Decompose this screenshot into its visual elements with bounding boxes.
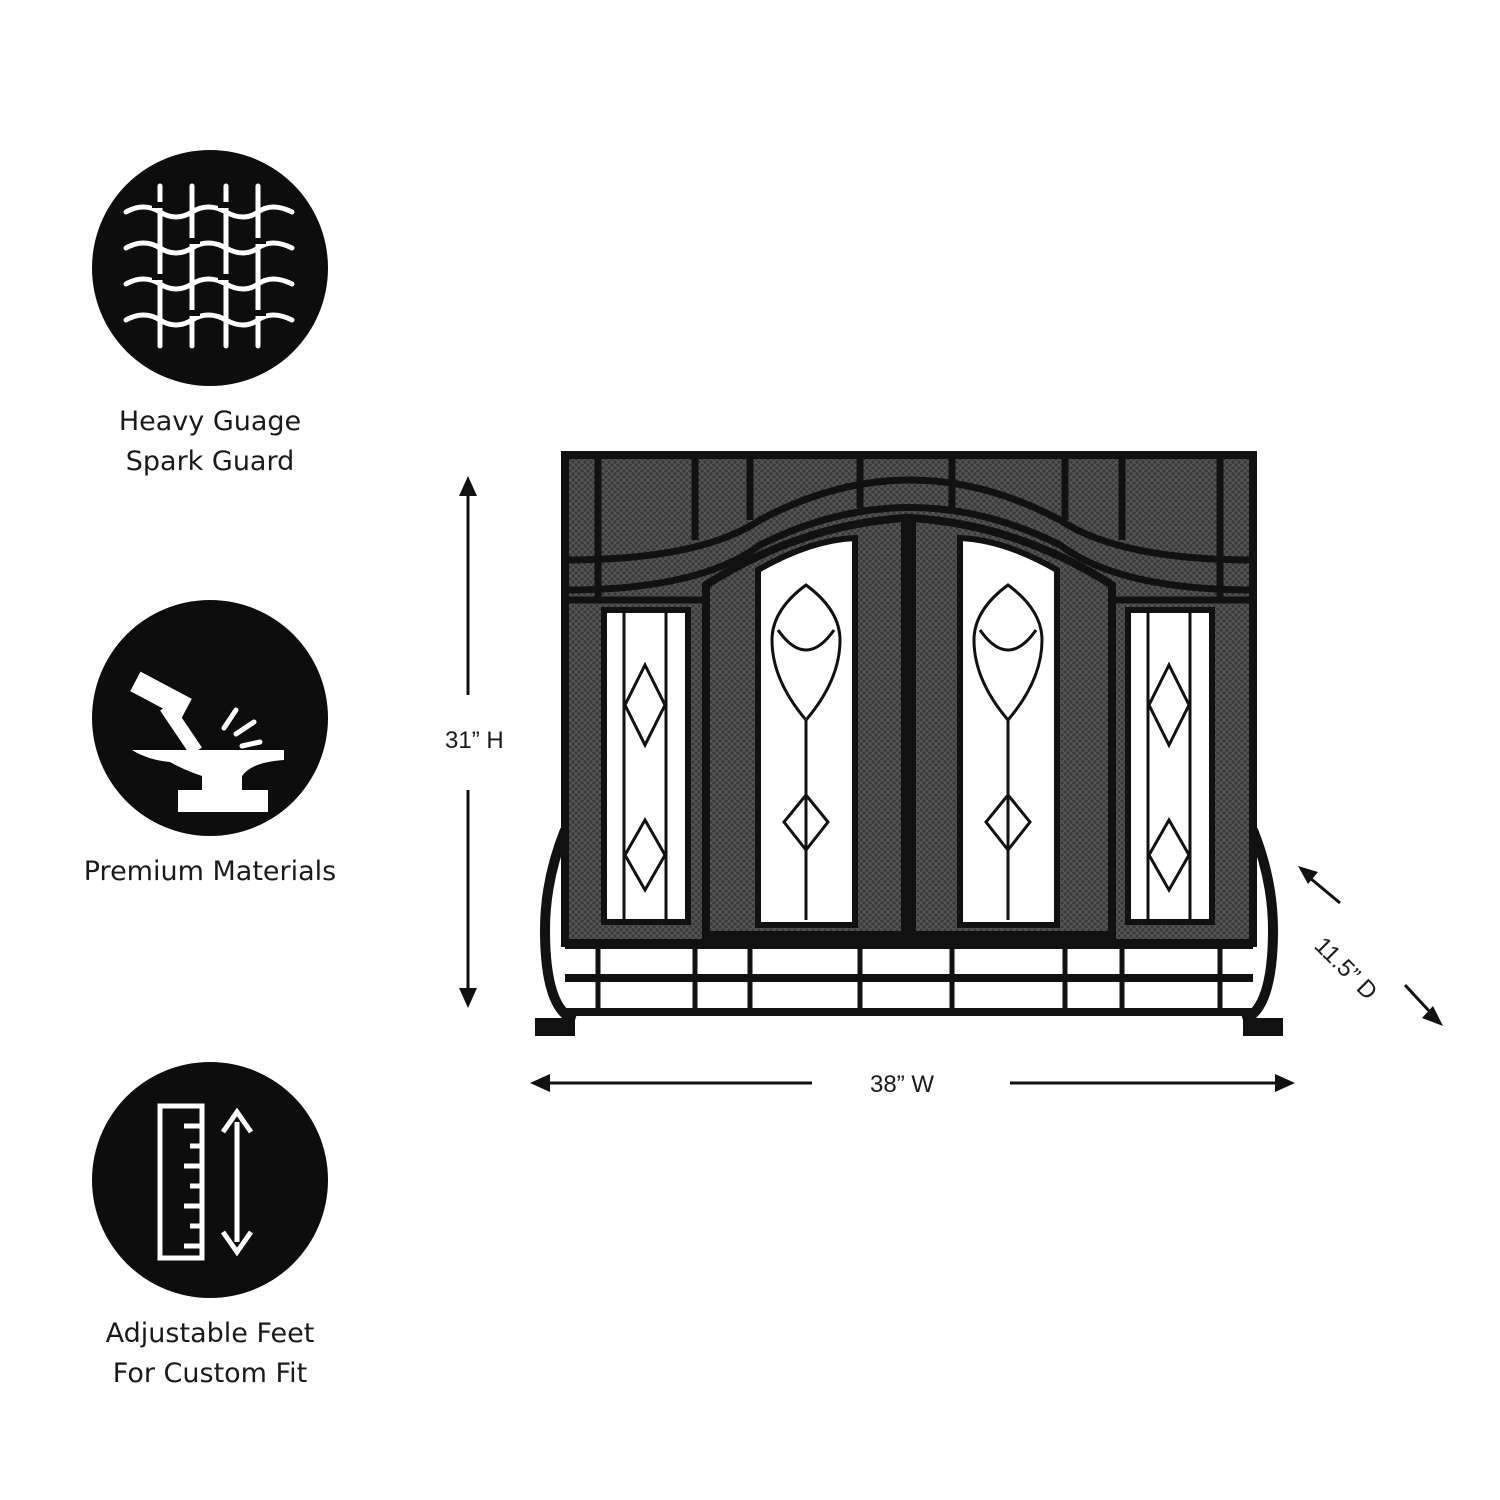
spark-guard-badge (92, 150, 328, 386)
feature-spark-guard: Heavy Guage Spark Guard (60, 150, 360, 482)
caption-line: Premium Materials (83, 856, 337, 887)
height-arrow (459, 476, 477, 1008)
left-door (702, 513, 909, 939)
mesh-weave-icon (123, 183, 295, 349)
right-side-panel (1125, 607, 1215, 925)
caption-line: For Custom Fit (112, 1358, 308, 1389)
caption-line: Adjustable Feet (105, 1318, 315, 1349)
materials-caption: Premium Materials (60, 852, 360, 892)
bottom-rails (565, 941, 1253, 1016)
materials-badge (92, 600, 328, 836)
left-side-panel (601, 607, 691, 925)
caption-line: Spark Guard (125, 446, 295, 477)
width-dimension-label: 38” W (870, 1071, 935, 1098)
right-door (908, 513, 1116, 939)
feature-materials: Premium Materials (60, 600, 360, 892)
scroll-legs (539, 828, 1279, 1025)
feature-feet: Adjustable Feet For Custom Fit (60, 1062, 360, 1394)
ruler-arrow-icon (157, 1103, 254, 1261)
depth-arrow (1298, 866, 1443, 1026)
height-dimension-label: 31” H (445, 727, 504, 754)
left-foot (535, 1018, 575, 1036)
feet-badge (92, 1062, 328, 1298)
width-arrow (530, 1074, 1295, 1092)
spark-guard-caption: Heavy Guage Spark Guard (60, 402, 360, 482)
feet-caption: Adjustable Feet For Custom Fit (60, 1314, 360, 1394)
bottom-dividers (595, 945, 1223, 1012)
right-foot (1243, 1018, 1283, 1036)
caption-line: Heavy Guage (118, 406, 302, 437)
hammer-anvil-icon (130, 671, 284, 812)
